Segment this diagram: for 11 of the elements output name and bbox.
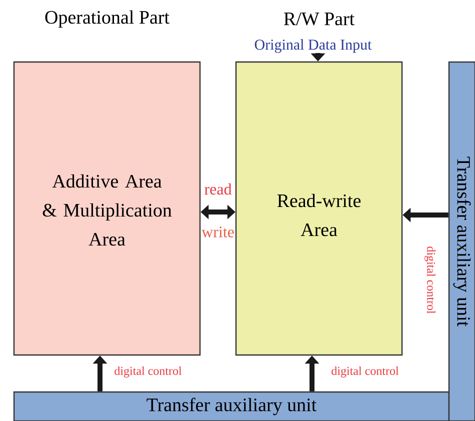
side-label: write bbox=[202, 226, 234, 238]
unit-band: Transfer auxiliary unit bbox=[448, 61, 475, 421]
edge-label: digital control bbox=[424, 246, 436, 314]
area-box: Operational Part Additive Area & Multiplication Area bbox=[13, 10, 201, 356]
edge-label: digital control bbox=[114, 366, 182, 378]
node-label: Operational Part bbox=[45, 10, 170, 28]
input-label: Original Data Input bbox=[254, 39, 372, 53]
edge-label: digital control bbox=[332, 366, 399, 378]
edge-label: read bbox=[204, 183, 232, 195]
unit-band: Transfer auxiliary unit bbox=[13, 391, 450, 421]
node-label: R/W Part bbox=[284, 12, 355, 26]
